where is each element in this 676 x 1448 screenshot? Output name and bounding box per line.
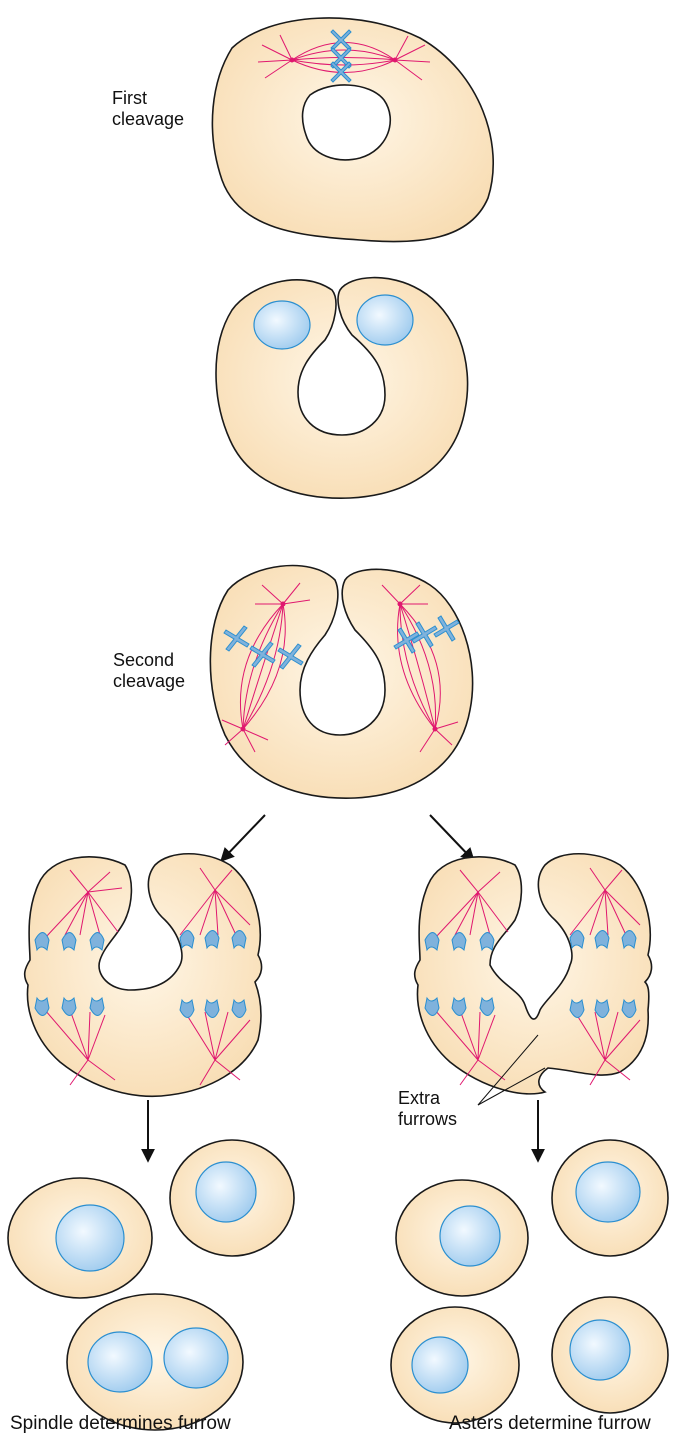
- extra-furrows-label: Extra furrows: [398, 1088, 457, 1130]
- two-cell-embryo: [216, 278, 468, 499]
- torus-cell: [212, 18, 493, 242]
- centrosome: [393, 58, 398, 63]
- asters-result-cells: [391, 1140, 668, 1423]
- horseshoe-cell: [216, 278, 468, 499]
- first-cleavage-label: First cleavage: [112, 88, 184, 130]
- arrow-right: [430, 815, 473, 860]
- second-cleavage-embryo: [210, 566, 472, 799]
- arrow-left: [222, 815, 265, 860]
- second-cleavage-label: Second cleavage: [113, 650, 185, 692]
- spindle-caption: Spindle determines furrow: [10, 1413, 231, 1434]
- nucleus: [357, 295, 413, 345]
- spindle-dividing-embryo: [25, 854, 262, 1096]
- spindle-result-cells: [8, 1140, 294, 1430]
- centrosome: [290, 58, 295, 63]
- asters-dividing-embryo: [415, 854, 652, 1105]
- asters-caption: Asters determine furrow: [449, 1413, 651, 1434]
- nucleus: [254, 301, 310, 349]
- first-cleavage-embryo: [212, 18, 493, 242]
